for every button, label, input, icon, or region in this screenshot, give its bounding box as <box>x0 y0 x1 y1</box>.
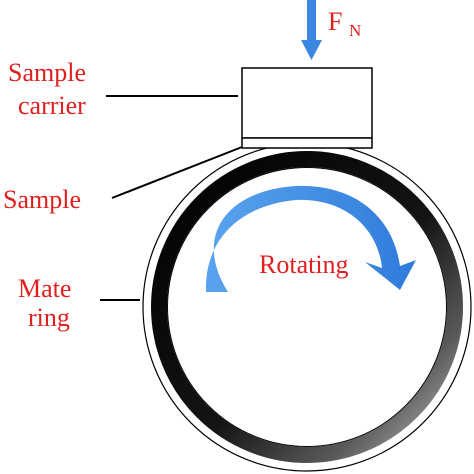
force-label-main: F <box>328 7 342 36</box>
sample-carrier-block <box>241 67 373 139</box>
mate-ring-label-line2: ring <box>28 303 70 332</box>
sample-carrier-label-line2: carrier <box>18 91 86 120</box>
mate-ring-label-line1: Mate <box>18 274 71 303</box>
mate-ring-dark-band <box>151 151 463 463</box>
force-label: F N <box>328 7 361 40</box>
sample-carrier-label-line1: Sample <box>8 58 86 87</box>
rotating-label: Rotating <box>259 250 349 279</box>
force-label-subscript: N <box>349 21 361 40</box>
mate-ring-inner-edge <box>167 167 447 447</box>
normal-force-arrow <box>301 0 322 60</box>
rotating-arrow <box>205 185 416 292</box>
sample-block <box>241 137 373 149</box>
force-arrow-shaft <box>307 0 316 42</box>
force-arrow-head <box>301 40 322 60</box>
sample-label: Sample <box>3 185 81 214</box>
sample-leader-line <box>111 146 243 199</box>
